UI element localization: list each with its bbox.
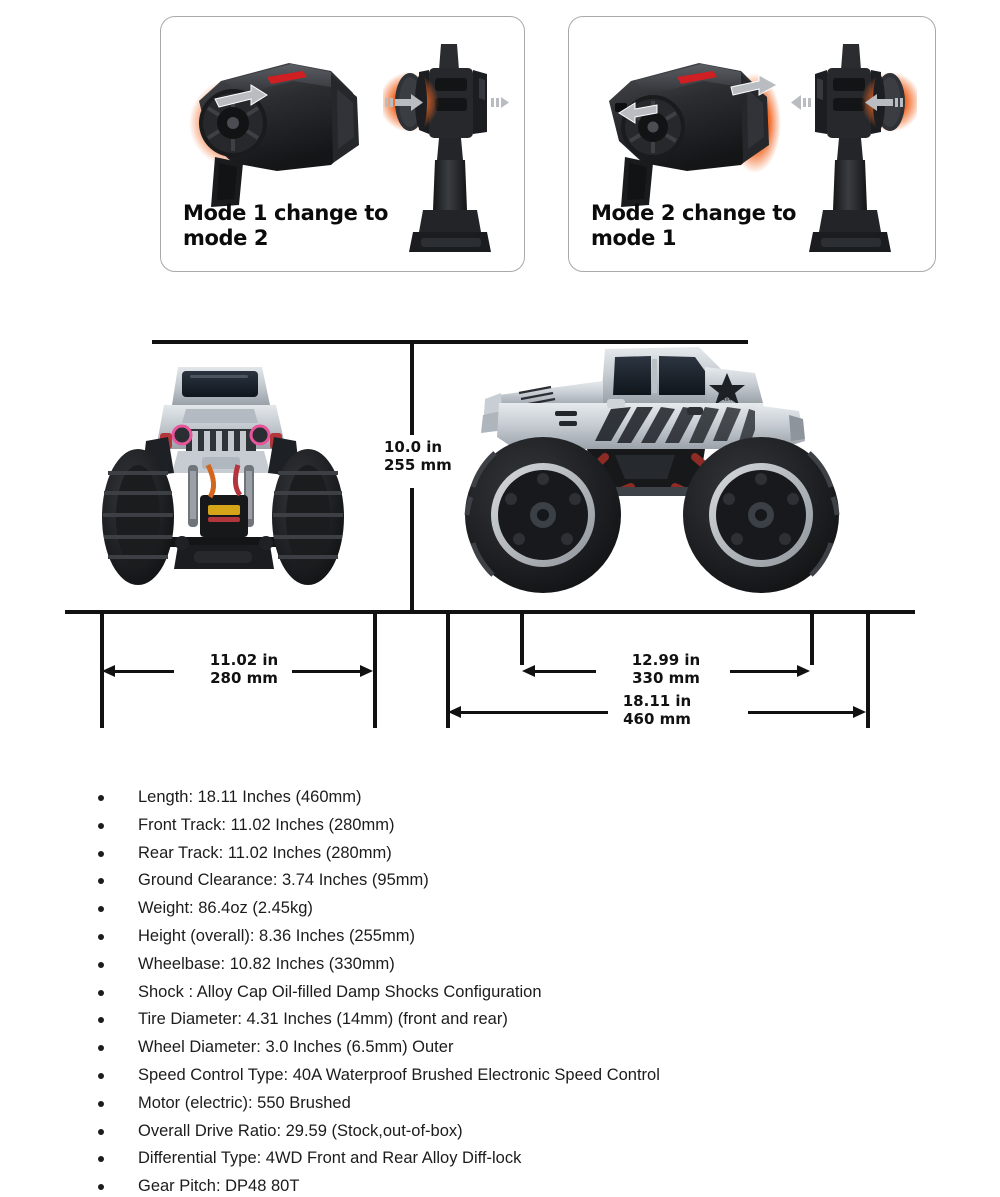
arrow-head-right [360, 664, 373, 677]
list-item: Tire Diameter: 4.31 Inches (14mm) (front… [0, 1010, 1000, 1040]
star-logo: 4x4 [709, 373, 745, 405]
svg-text:4x4: 4x4 [722, 397, 732, 403]
top-reference-line [152, 340, 748, 344]
arrow-segment-left [114, 670, 174, 673]
spec-text: Motor (electric): 550 Brushed [138, 1093, 351, 1112]
transmitter-front-view-left [379, 42, 511, 257]
arrow-segment-left [534, 670, 596, 673]
wheelbase-arrow [522, 664, 810, 677]
wheelbase-dimension-label: 12.99 in 330 mm [631, 651, 701, 687]
transmitter-angled-view-right [591, 45, 806, 210]
extension-line-length-right [866, 613, 870, 728]
arrow-segment-right [748, 711, 853, 714]
arrow-segment-left [460, 711, 608, 714]
spec-text: Overall Drive Ratio: 29.59 (Stock,out-of… [138, 1121, 463, 1140]
truck-front-view-photo [90, 345, 390, 610]
bullet-icon [98, 822, 104, 829]
bullet-icon [98, 1184, 104, 1191]
arrow-left-inner [865, 94, 903, 111]
baseline-reference-line [65, 610, 915, 614]
height-dimension-line-upper [410, 342, 414, 435]
mode-panel-caption: Mode 2 change to mode 1 [591, 201, 797, 250]
list-item: Length: 18.11 Inches (460mm) [0, 788, 1000, 818]
list-item: Wheel Diameter: 3.0 Inches (6.5mm) Outer [0, 1038, 1000, 1068]
bullet-icon [98, 1156, 104, 1163]
transmitter-front-view-right [789, 42, 921, 257]
bullet-icon [98, 961, 104, 968]
mode-panel-2-to-1: Mode 2 change to mode 1 [568, 16, 936, 272]
extension-line-wheelbase-left [520, 613, 524, 665]
bullet-icon [98, 933, 104, 940]
spec-text: Ground Clearance: 3.74 Inches (95mm) [138, 871, 429, 890]
list-item: Rear Track: 11.02 Inches (280mm) [0, 843, 1000, 874]
spec-text: Tire Diameter: 4.31 Inches (14mm) (front… [138, 1010, 508, 1029]
truck-side-view-photo: 4x4 [455, 337, 855, 612]
list-item: Speed Control Type: 40A Waterproof Brush… [0, 1065, 1000, 1096]
height-dimension-line-lower [410, 488, 414, 610]
list-item: Weight: 86.4oz (2.45kg) [0, 899, 1000, 929]
bullet-icon [98, 795, 104, 801]
list-item: Motor (electric): 550 Brushed [0, 1093, 1000, 1124]
spec-text: Speed Control Type: 40A Waterproof Brush… [138, 1065, 660, 1084]
length-dimension-label: 18.11 in 460 mm [622, 692, 692, 728]
length-arrow [448, 705, 866, 718]
list-item: Ground Clearance: 3.74 Inches (95mm) [0, 871, 1000, 901]
list-item: Height (overall): 8.36 Inches (255mm) [0, 926, 1000, 957]
bullet-icon [98, 850, 104, 857]
extension-line-wheelbase-right [810, 613, 814, 665]
spec-text: Rear Track: 11.02 Inches (280mm) [138, 843, 392, 862]
arrow-head-right [853, 705, 866, 718]
bullet-icon [98, 906, 104, 913]
arrow-right-outer [491, 97, 509, 108]
bullet-icon [98, 1072, 104, 1079]
height-dimension-label: 10.0 in 255 mm [384, 438, 452, 474]
arrow-head-right [797, 664, 810, 677]
spec-text: Gear Pitch: DP48 80T [138, 1177, 300, 1196]
spec-text: Front Track: 11.02 Inches (280mm) [138, 815, 395, 834]
arrow-head-left [448, 705, 461, 718]
spec-text: Height (overall): 8.36 Inches (255mm) [138, 926, 415, 945]
front-track-dimension-label: 11.02 in 280 mm [209, 651, 279, 687]
list-item: Shock : Alloy Cap Oil-filled Damp Shocks… [0, 982, 1000, 1013]
arrow-head-left [102, 664, 115, 677]
spec-text: Length: 18.11 Inches (460mm) [138, 788, 362, 806]
list-item: Front Track: 11.02 Inches (280mm) [0, 815, 1000, 846]
spec-text: Wheelbase: 10.82 Inches (330mm) [138, 954, 395, 973]
transmitter-angled-view-left [181, 45, 396, 210]
list-item: Gear Pitch: DP48 80T [0, 1177, 1000, 1197]
mode-panel-1-to-2: Mode 1 change to mode 2 [160, 16, 525, 272]
list-item: Differential Type: 4WD Front and Rear Al… [0, 1149, 1000, 1179]
extension-line-front-track-right [373, 613, 377, 728]
bullet-icon [98, 1128, 104, 1135]
spec-text: Wheel Diameter: 3.0 Inches (6.5mm) Outer [138, 1038, 454, 1057]
bullet-icon [98, 1100, 104, 1107]
front-track-arrow [102, 664, 373, 677]
spec-text: Weight: 86.4oz (2.45kg) [138, 899, 313, 918]
bullet-icon [98, 1045, 104, 1052]
bullet-icon [98, 878, 104, 885]
arrow-segment-right [292, 670, 361, 673]
bullet-icon [98, 1017, 104, 1024]
mode-panel-caption: Mode 1 change to mode 2 [183, 201, 389, 250]
bullet-icon [98, 989, 104, 996]
arrow-head-left [522, 664, 535, 677]
arrow-left-outer [791, 95, 811, 110]
dimension-diagram: 4x4 [0, 325, 1000, 735]
spec-text: Differential Type: 4WD Front and Rear Al… [138, 1149, 522, 1168]
arrow-right-inner [385, 94, 423, 111]
specifications-list: Length: 18.11 Inches (460mm) Front Track… [0, 788, 1000, 1197]
extension-line-length-left [446, 613, 450, 728]
arrow-segment-right [730, 670, 797, 673]
list-item: Overall Drive Ratio: 29.59 (Stock,out-of… [0, 1121, 1000, 1152]
list-item: Wheelbase: 10.82 Inches (330mm) [0, 954, 1000, 985]
spec-text: Shock : Alloy Cap Oil-filled Damp Shocks… [138, 982, 542, 1001]
